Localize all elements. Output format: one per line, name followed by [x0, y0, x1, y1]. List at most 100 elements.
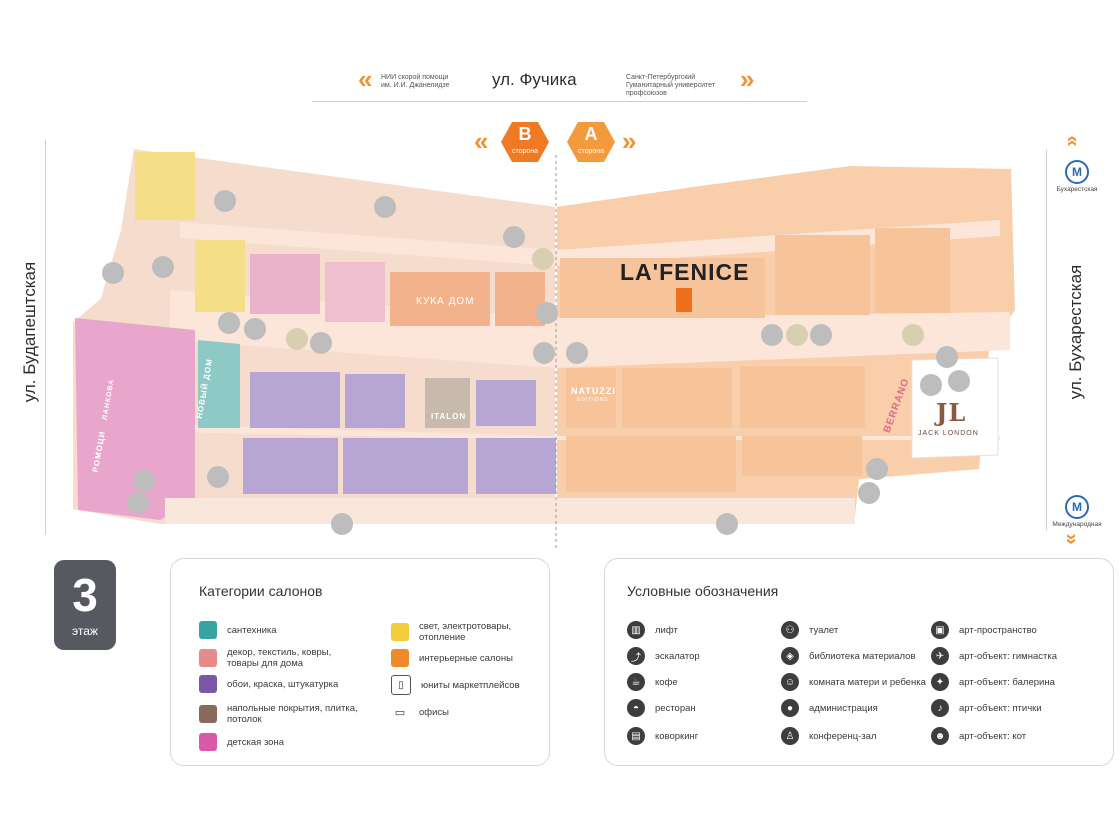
symbol-coworking[interactable]: ▤коворкинг	[627, 727, 698, 745]
birds-icon[interactable]	[532, 248, 554, 270]
elevator-icon[interactable]	[244, 318, 266, 340]
category-kids[interactable]: детская зона	[199, 733, 364, 751]
shop-a-5	[566, 436, 736, 492]
category-plumbing[interactable]: сантехника	[199, 621, 364, 639]
category-offices[interactable]: ▭ офисы	[391, 703, 541, 721]
shop-kuka	[390, 272, 490, 326]
elevator-icon[interactable]	[533, 342, 555, 364]
shop-wallpaper-3	[476, 380, 536, 426]
shop-natuzzi	[566, 368, 616, 428]
symbol-gymnast[interactable]: ✈арт-объект: гимнастка	[931, 647, 1101, 665]
side-b-badge[interactable]: B сторона	[500, 120, 550, 164]
symbol-coffee[interactable]: ☕кофе	[627, 673, 678, 691]
library-icon[interactable]	[207, 466, 229, 488]
metro-top[interactable]: M Бухарестская	[1052, 160, 1102, 193]
shop-wallpaper-1	[250, 372, 340, 428]
escalator-icon[interactable]	[536, 302, 558, 324]
brand-lafenice[interactable]: LA'FENICE	[620, 259, 750, 285]
hexagon-icon	[567, 122, 615, 162]
coworking-icon[interactable]	[920, 374, 942, 396]
art-space-icon[interactable]	[152, 256, 174, 278]
library-icon: ◈	[781, 647, 799, 665]
top-left-note: НИИ скорой помощи им. И.И. Джанелидзе	[381, 74, 450, 89]
symbol-admin[interactable]: ●администрация	[781, 699, 926, 717]
category-floor[interactable]: напольные покрытия, плитка, потолок	[199, 703, 364, 725]
symbol-art-space[interactable]: ▣арт-пространство	[931, 621, 1101, 639]
mother-child-icon[interactable]	[133, 470, 155, 492]
metro-icon: M	[1065, 160, 1089, 184]
category-interior[interactable]: интерьерные салоны	[391, 649, 541, 667]
sofa-icon	[391, 649, 409, 667]
faucet-icon	[199, 621, 217, 639]
ballerina-icon[interactable]	[786, 324, 808, 346]
escalator-icon[interactable]	[218, 312, 240, 334]
brand-jack-logo: JL	[936, 398, 967, 427]
category-decor[interactable]: декор, текстиль, ковры, товары для дома	[199, 647, 364, 669]
chevron-right-icon: »	[622, 126, 637, 156]
tile-icon	[199, 705, 217, 723]
symbol-escalator[interactable]: ⤴эскалатор	[627, 647, 700, 665]
symbol-restaurant[interactable]: ◓ресторан	[627, 699, 696, 717]
elevator-icon[interactable]	[761, 324, 783, 346]
monitor-icon: ▭	[391, 703, 409, 721]
side-a-label: сторона	[577, 148, 605, 155]
shop-decor-2	[325, 262, 385, 322]
toilet-icon: ⚇	[781, 621, 799, 639]
toilet-icon[interactable]	[127, 492, 149, 514]
symbols-card: Условные обозначения ▥лифт ⤴эскалатор ☕к…	[604, 558, 1114, 766]
categories-card: Категории салонов сантехника декор, текс…	[170, 558, 550, 766]
coworking-icon[interactable]	[503, 226, 525, 248]
gymnast-icon[interactable]	[286, 328, 308, 350]
top-right-note: Санкт-Петербургский Гуманитарный универс…	[626, 74, 715, 97]
coffee-icon[interactable]	[566, 342, 588, 364]
metro-icon: M	[1065, 495, 1089, 519]
side-a-badge[interactable]: A сторона	[566, 120, 616, 164]
metro-bottom[interactable]: M Международная	[1052, 495, 1102, 528]
shop-a-6	[742, 436, 862, 476]
brand-jack[interactable]: JACK LONDON	[918, 430, 979, 437]
coffee-icon: ☕	[627, 673, 645, 691]
cat-icon[interactable]	[902, 324, 924, 346]
floor-number: 3	[72, 569, 98, 621]
shop-light-1	[135, 152, 195, 220]
symbol-birds[interactable]: ♪арт-объект: птички	[931, 699, 1101, 717]
symbol-ballerina[interactable]: ✦арт-объект: балерина	[931, 673, 1101, 691]
admin-icon[interactable]	[102, 262, 124, 284]
office-strip	[165, 498, 855, 524]
shop-wallpaper-4	[243, 438, 338, 494]
chevron-right-icon: »	[740, 64, 755, 94]
street-top: ул. Фучика	[492, 70, 577, 89]
birds-icon: ♪	[931, 699, 949, 717]
monitor-icon[interactable]	[716, 513, 738, 535]
category-marketplace[interactable]: ▯ юниты маркетплейсов	[391, 675, 541, 695]
monitor-icon[interactable]	[331, 513, 353, 535]
toilet-icon[interactable]	[866, 458, 888, 480]
category-paint[interactable]: обои, краска, штукатурка	[199, 675, 364, 693]
brand-kuka[interactable]: КУКА ДОМ	[416, 296, 475, 307]
symbol-conference[interactable]: ♙конференц-зал	[781, 727, 926, 745]
chevron-left-icon: «	[474, 126, 489, 156]
escalator-icon: ⤴	[627, 647, 645, 665]
symbol-cat[interactable]: ☻арт-объект: кот	[931, 727, 1101, 745]
symbol-toilet[interactable]: ⚇туалет	[781, 621, 926, 639]
symbol-elevator[interactable]: ▥лифт	[627, 621, 678, 639]
elevator-icon[interactable]	[936, 346, 958, 368]
symbol-library[interactable]: ◈библиотека материалов	[781, 647, 926, 665]
shop-kids-area	[75, 318, 195, 520]
brand-natuzzi[interactable]: NATUZZI	[571, 386, 616, 396]
conference-icon[interactable]	[214, 190, 236, 212]
escalator-icon[interactable]	[310, 332, 332, 354]
admin-icon: ●	[781, 699, 799, 717]
admin-icon[interactable]	[374, 196, 396, 218]
brand-italon[interactable]: ITALON	[431, 412, 467, 421]
hexagon-icon	[501, 122, 549, 162]
top-street-divider	[312, 101, 807, 102]
escalator-icon[interactable]	[810, 324, 832, 346]
right-street-line	[1046, 150, 1047, 530]
accessible-icon[interactable]	[858, 482, 880, 504]
elevator-icon: ▥	[627, 621, 645, 639]
symbol-mother-child[interactable]: ☺комната матери и ребенка	[781, 673, 926, 691]
restaurant-icon[interactable]	[948, 370, 970, 392]
floor-plan	[71, 146, 1018, 548]
category-light[interactable]: свет, электротовары, отопление	[391, 621, 541, 643]
